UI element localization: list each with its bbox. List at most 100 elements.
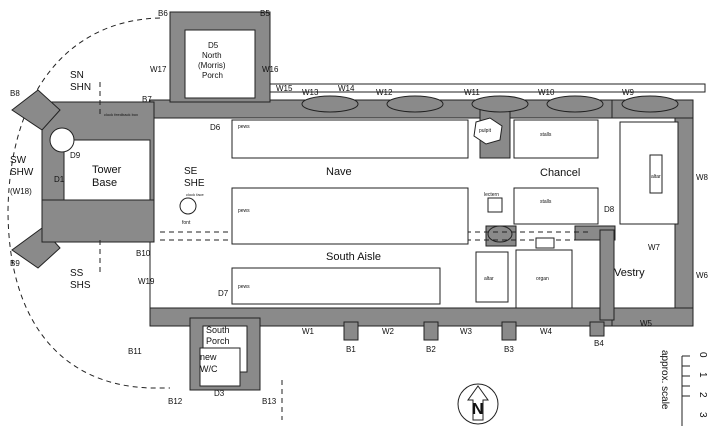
label-w1: W1	[302, 327, 315, 336]
altar-block	[649, 154, 663, 194]
label-sw-2: SHW	[10, 167, 34, 178]
vestry-west-wall	[599, 229, 615, 321]
tower-stair	[49, 127, 75, 153]
north-arrow-circle	[457, 383, 499, 425]
label-pulpit: pulpit	[479, 128, 492, 134]
label-north-porch-1: D5	[208, 41, 219, 50]
label-b13: B13	[262, 397, 277, 406]
label-w16: W16	[262, 65, 279, 74]
label-new-wc-2: W/C	[200, 364, 218, 374]
label-w14: W14	[338, 84, 355, 93]
label-b9: B9	[10, 259, 20, 268]
label-south-altar: altar	[484, 276, 494, 282]
label-chancel: Chancel	[540, 167, 580, 179]
label-w10: W10	[538, 88, 555, 97]
label-font: font	[182, 220, 191, 226]
label-b11: B11	[128, 347, 142, 356]
label-b6: B6	[158, 9, 168, 18]
north-arrow-shape	[467, 385, 489, 421]
label-d1: D1	[54, 175, 65, 184]
label-d8: D8	[604, 205, 615, 214]
window-w13-pier	[301, 95, 359, 113]
label-b10: B10	[136, 249, 151, 258]
arcade-pier-east	[487, 225, 513, 243]
label-b7: B7	[142, 95, 152, 104]
buttress-b4-block	[589, 321, 605, 337]
buttress-b3-block	[501, 321, 517, 341]
label-nave: Nave	[326, 166, 352, 178]
label-w12: W12	[376, 88, 393, 97]
label-vestry: Vestry	[614, 267, 645, 279]
organ-box	[515, 249, 573, 309]
label-d7: D7	[218, 289, 229, 298]
north-arrow-label: N	[472, 401, 484, 418]
sanctuary-rail	[619, 121, 679, 225]
label-w5: W5	[640, 319, 653, 328]
font-basin	[179, 197, 197, 215]
label-pews-north: pews	[238, 124, 250, 130]
label-south-porch-2: Porch	[206, 336, 230, 346]
label-pews-centre: pews	[238, 208, 250, 214]
label-b3: B3	[504, 345, 514, 354]
scale-tick-3: 3	[697, 412, 708, 418]
label-b8: B8	[10, 89, 20, 98]
label-w13: W13	[302, 88, 319, 97]
label-north-porch-2: North	[202, 51, 222, 60]
label-b5: B5	[260, 9, 270, 18]
stalls-north	[513, 119, 599, 159]
label-w6: W6	[696, 271, 709, 280]
label-stalls-north: stalls	[540, 132, 552, 138]
label-w18: (W18)	[10, 187, 32, 196]
label-lectern: lectern	[484, 192, 499, 198]
stalls-south	[513, 187, 599, 225]
label-clock-feedback-box: clock feedback box	[104, 112, 138, 117]
label-tower-base-2: Base	[92, 177, 117, 189]
label-ss-2: SHS	[70, 280, 91, 291]
small-cupboard	[535, 237, 555, 249]
scale-tick-1: 1	[697, 372, 708, 378]
window-w10-pier	[546, 95, 604, 113]
label-w11: W11	[464, 88, 480, 97]
scale-bar	[681, 355, 690, 426]
label-south-aisle: South Aisle	[326, 251, 381, 263]
site-boundary-north	[250, 83, 706, 93]
tower-interior	[63, 139, 151, 211]
label-sw-1: SW	[10, 155, 27, 166]
label-altar: altar	[651, 174, 661, 180]
label-sn-1: SN	[70, 70, 84, 81]
label-tower-base-1: Tower	[92, 164, 122, 176]
label-stalls-south: stalls	[540, 199, 552, 205]
label-w9: W9	[622, 88, 635, 97]
label-w3: W3	[460, 327, 473, 336]
pews-south-block	[231, 267, 441, 305]
label-w17: W17	[150, 65, 167, 74]
label-south-porch-1: South	[206, 325, 230, 335]
tower-south-wall	[41, 199, 155, 243]
north-porch-interior	[184, 29, 256, 99]
label-b4: B4	[594, 339, 604, 348]
label-se-2: SHE	[184, 178, 205, 189]
churchyard-boundary	[7, 17, 170, 389]
vestry-south-wall	[611, 307, 694, 327]
label-pews-south: pews	[238, 284, 250, 290]
label-north-porch-4: Porch	[202, 71, 223, 80]
label-north-porch-3: (Morris)	[198, 61, 226, 70]
label-new-wc-1: new	[200, 352, 217, 362]
label-d6: D6	[210, 123, 221, 132]
label-w7: W7	[648, 243, 661, 252]
label-b12: B12	[168, 397, 183, 406]
label-d3: D3	[214, 389, 225, 398]
window-w12-pier	[386, 95, 444, 113]
label-w19: W19	[138, 277, 155, 286]
north-wall	[149, 99, 616, 119]
scale-tick-0: 0	[697, 352, 708, 358]
label-w8: W8	[696, 173, 709, 182]
label-w15: W15	[276, 84, 293, 93]
tower-buttress-nw	[11, 89, 61, 131]
lectern-box	[487, 197, 503, 213]
label-ss-1: SS	[70, 268, 84, 279]
label-w4: W4	[540, 327, 553, 336]
label-se-1: SE	[184, 166, 198, 177]
window-w9-pier	[621, 95, 679, 113]
